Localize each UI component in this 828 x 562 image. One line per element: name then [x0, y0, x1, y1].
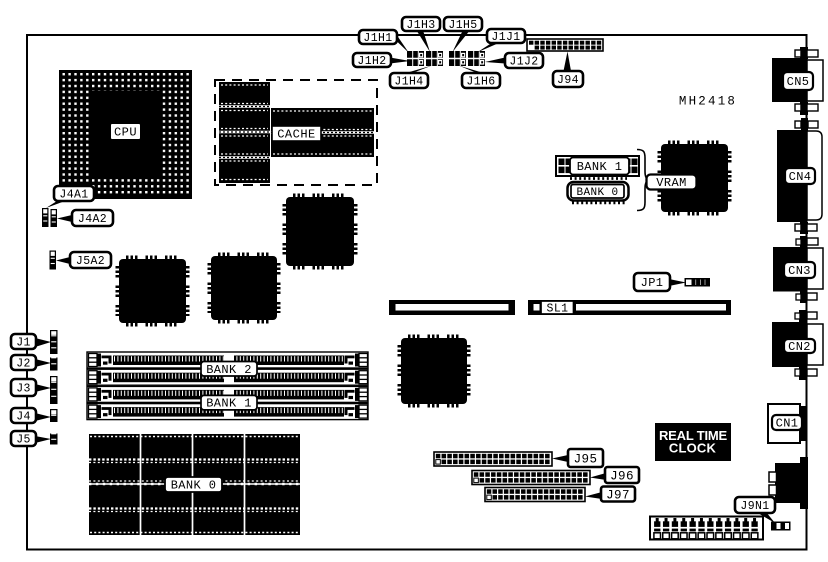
svg-text:CLOCK: CLOCK	[669, 441, 717, 456]
svg-text:JP1: JP1	[641, 276, 664, 290]
svg-text:MH2418: MH2418	[679, 95, 737, 109]
svg-text:CN1: CN1	[776, 417, 799, 431]
svg-text:J1H5: J1H5	[448, 19, 477, 32]
svg-text:CN2: CN2	[788, 340, 811, 354]
svg-text:VRAM: VRAM	[656, 176, 686, 190]
svg-text:BANK 2: BANK 2	[206, 363, 252, 377]
svg-text:J3: J3	[16, 382, 31, 395]
svg-text:J2: J2	[16, 357, 31, 370]
svg-text:J5A2: J5A2	[76, 255, 105, 268]
svg-text:J1H2: J1H2	[357, 55, 386, 68]
svg-text:BANK 1: BANK 1	[577, 160, 623, 174]
svg-text:J97: J97	[606, 488, 630, 502]
svg-text:CN4: CN4	[789, 170, 812, 184]
svg-text:BANK 0: BANK 0	[171, 479, 217, 493]
svg-text:J4A2: J4A2	[78, 213, 107, 226]
svg-text:J96: J96	[610, 469, 634, 483]
svg-text:J95: J95	[574, 452, 598, 466]
svg-text:REAL TIME: REAL TIME	[659, 428, 728, 443]
svg-text:J1J1: J1J1	[491, 31, 520, 44]
svg-text:J1H4: J1H4	[394, 75, 423, 88]
svg-text:SL1: SL1	[547, 303, 569, 316]
svg-text:J1J2: J1J2	[509, 55, 538, 68]
svg-text:BANK 0: BANK 0	[576, 187, 618, 199]
svg-text:J1H3: J1H3	[406, 19, 435, 32]
svg-text:J5: J5	[16, 433, 31, 446]
svg-text:J1: J1	[16, 336, 31, 349]
svg-text:CPU: CPU	[114, 126, 137, 140]
svg-text:J4: J4	[16, 410, 31, 423]
svg-text:J4A1: J4A1	[59, 188, 88, 201]
svg-text:J1H6: J1H6	[466, 75, 495, 88]
svg-text:CN3: CN3	[788, 264, 811, 278]
svg-text:J9N1: J9N1	[740, 500, 769, 513]
svg-text:J1H1: J1H1	[363, 32, 392, 45]
svg-text:J94: J94	[557, 74, 579, 87]
svg-text:CN5: CN5	[787, 75, 810, 89]
svg-text:CACHE: CACHE	[277, 128, 316, 142]
svg-text:BANK 1: BANK 1	[206, 397, 252, 411]
